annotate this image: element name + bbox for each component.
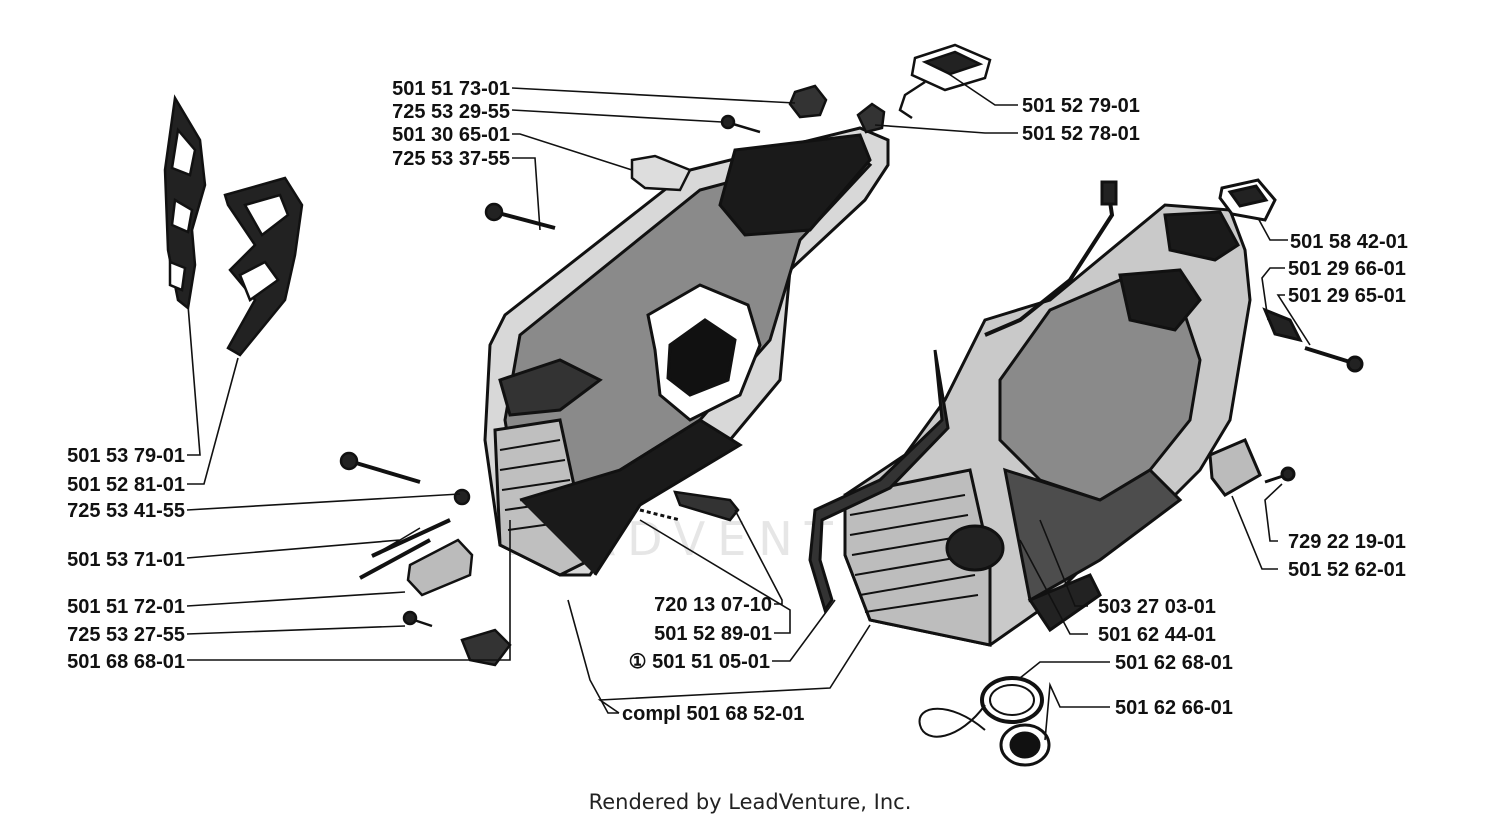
crankcase-half-left-illustration: [483, 126, 890, 577]
part-label-501-52-81-01: 501 52 81-01: [67, 474, 185, 496]
footer-credit: Rendered by LeadVenture, Inc.: [588, 790, 912, 814]
crankcase-half-right-illustration: [843, 203, 1252, 647]
part-label-501-52-62-01: 501 52 62-01: [1288, 559, 1406, 581]
part-label-501-58-42-01: 501 58 42-01: [1290, 231, 1408, 253]
part-label-725-53-27-55: 725 53 27-55: [67, 624, 185, 646]
part-label-501-68-68-01: 501 68 68-01: [67, 651, 185, 673]
part-label-501-52-78-01: 501 52 78-01: [1022, 123, 1140, 145]
part-label-501-30-65-01: 501 30 65-01: [392, 124, 510, 146]
small-parts-right-illustration: [808, 178, 1364, 767]
part-label-725-53-37-55: 725 53 37-55: [392, 148, 510, 170]
part-label-720-13-07-10: 720 13 07-10: [654, 594, 772, 616]
handle-cover-left-illustration: [163, 94, 304, 357]
small-parts-left-illustration: [339, 43, 992, 667]
part-label-725-53-41-55: 725 53 41-55: [67, 500, 185, 522]
part-label-501-51-05-01: ① 501 51 05-01: [629, 651, 770, 673]
part-labels: 501 51 73-01 725 53 29-55 501 30 65-01 7…: [67, 78, 1408, 725]
part-label-501-53-79-01: 501 53 79-01: [67, 445, 185, 467]
part-label-501-52-79-01: 501 52 79-01: [1022, 95, 1140, 117]
part-label-729-22-19-01: 729 22 19-01: [1288, 531, 1406, 553]
part-label-501-52-89-01: 501 52 89-01: [654, 623, 772, 645]
part-label-501-51-72-01: 501 51 72-01: [67, 596, 185, 618]
part-label-501-62-68-01: 501 62 68-01: [1115, 652, 1233, 674]
part-label-501-29-65-01: 501 29 65-01: [1288, 285, 1406, 307]
part-label-501-62-44-01: 501 62 44-01: [1098, 624, 1216, 646]
leader-lines: [186, 67, 1311, 741]
part-label-501-51-73-01: 501 51 73-01: [392, 78, 510, 100]
part-label-725-53-29-55: 725 53 29-55: [392, 101, 510, 123]
part-label-503-27-03-01: 503 27 03-01: [1098, 596, 1216, 618]
part-label-501-53-71-01: 501 53 71-01: [67, 549, 185, 571]
part-label-compl-501-68-52-01: compl 501 68 52-01: [622, 703, 804, 725]
part-label-501-62-66-01: 501 62 66-01: [1115, 697, 1233, 719]
part-label-501-29-66-01: 501 29 66-01: [1288, 258, 1406, 280]
